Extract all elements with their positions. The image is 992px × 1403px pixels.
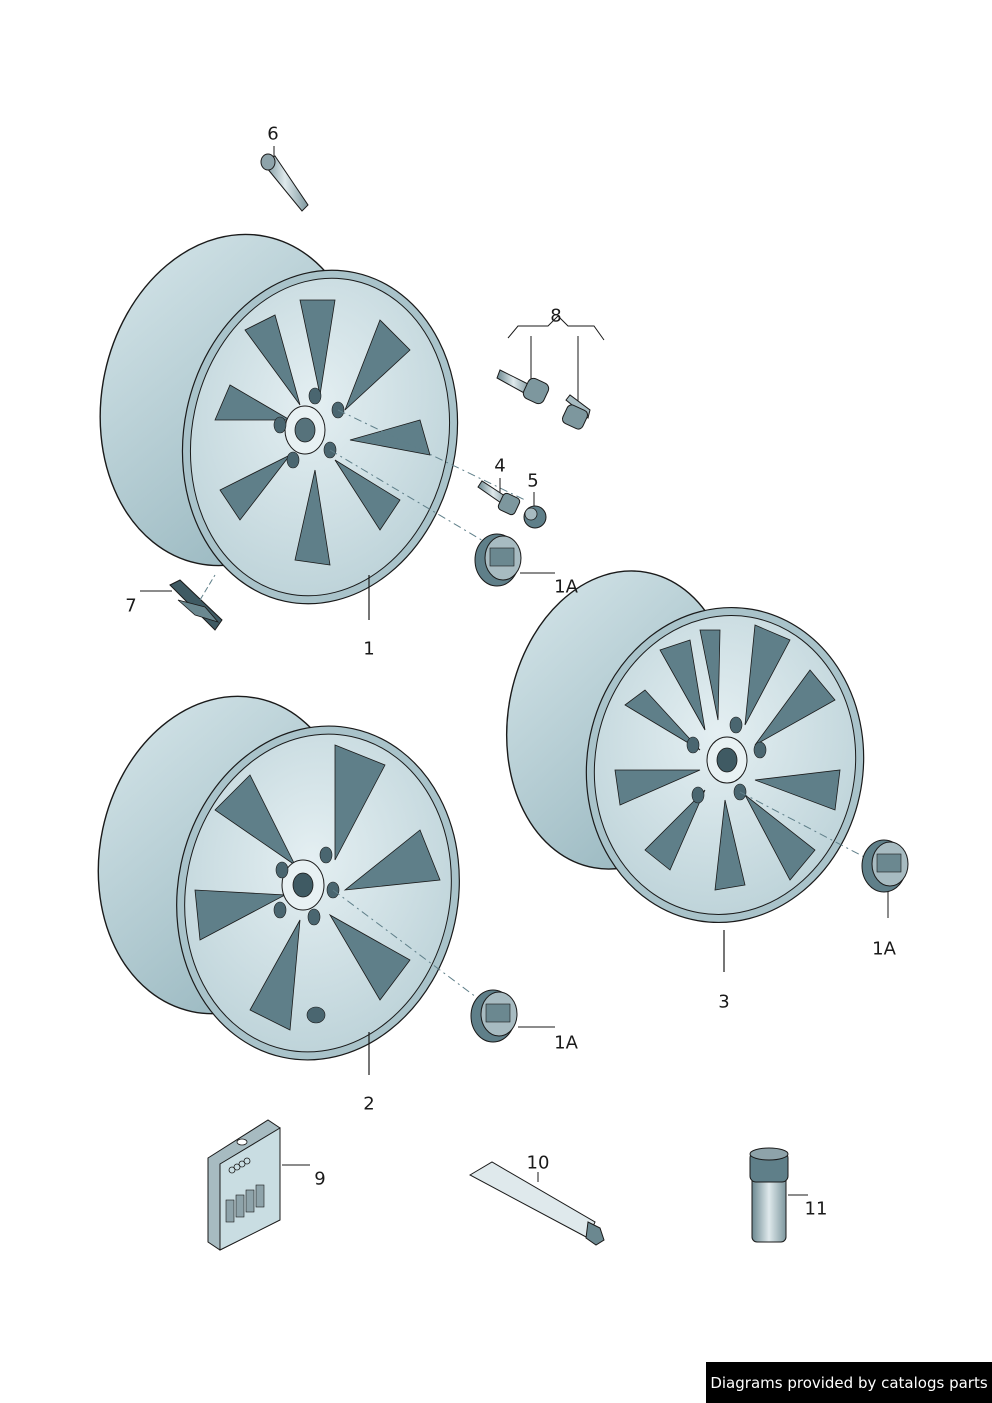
bolt-set-icon[interactable] <box>496 315 605 431</box>
valve-stem-icon[interactable] <box>260 146 309 212</box>
wheel-2[interactable] <box>69 673 489 1087</box>
center-cap-icon[interactable] <box>474 533 555 587</box>
callout-8: 8 <box>550 305 562 327</box>
callout-11: 11 <box>804 1198 828 1220</box>
callout-1: 1 <box>363 638 375 660</box>
center-cap-icon[interactable] <box>470 989 555 1043</box>
callout-4: 4 <box>494 455 506 477</box>
wheel-bolt-icon[interactable] <box>477 478 521 516</box>
callout-7: 7 <box>125 595 137 617</box>
callout-9: 9 <box>314 1168 326 1190</box>
credit-banner[interactable]: Diagrams provided by catalogs parts <box>706 1362 992 1403</box>
callout-10: 10 <box>526 1152 550 1174</box>
center-cap-icon[interactable] <box>861 839 909 918</box>
callout-3: 3 <box>718 991 730 1013</box>
callout-1a-wheel-1: 1A <box>554 576 578 598</box>
paint-kit-icon[interactable] <box>207 1119 310 1251</box>
wheel-lock-icon[interactable] <box>523 492 547 529</box>
wheel-3[interactable] <box>484 553 889 972</box>
callout-2: 2 <box>363 1093 375 1115</box>
callout-1a-wheel-2: 1A <box>554 1032 578 1054</box>
tpms-sensor-icon[interactable] <box>140 574 223 631</box>
touch-up-bottle-icon[interactable] <box>749 1147 808 1243</box>
callout-1a-wheel-3: 1A <box>872 938 896 960</box>
paste-tube-icon[interactable] <box>468 1161 605 1246</box>
callout-6: 6 <box>267 123 279 145</box>
callout-5: 5 <box>527 470 539 492</box>
wheel-1[interactable] <box>70 210 488 630</box>
